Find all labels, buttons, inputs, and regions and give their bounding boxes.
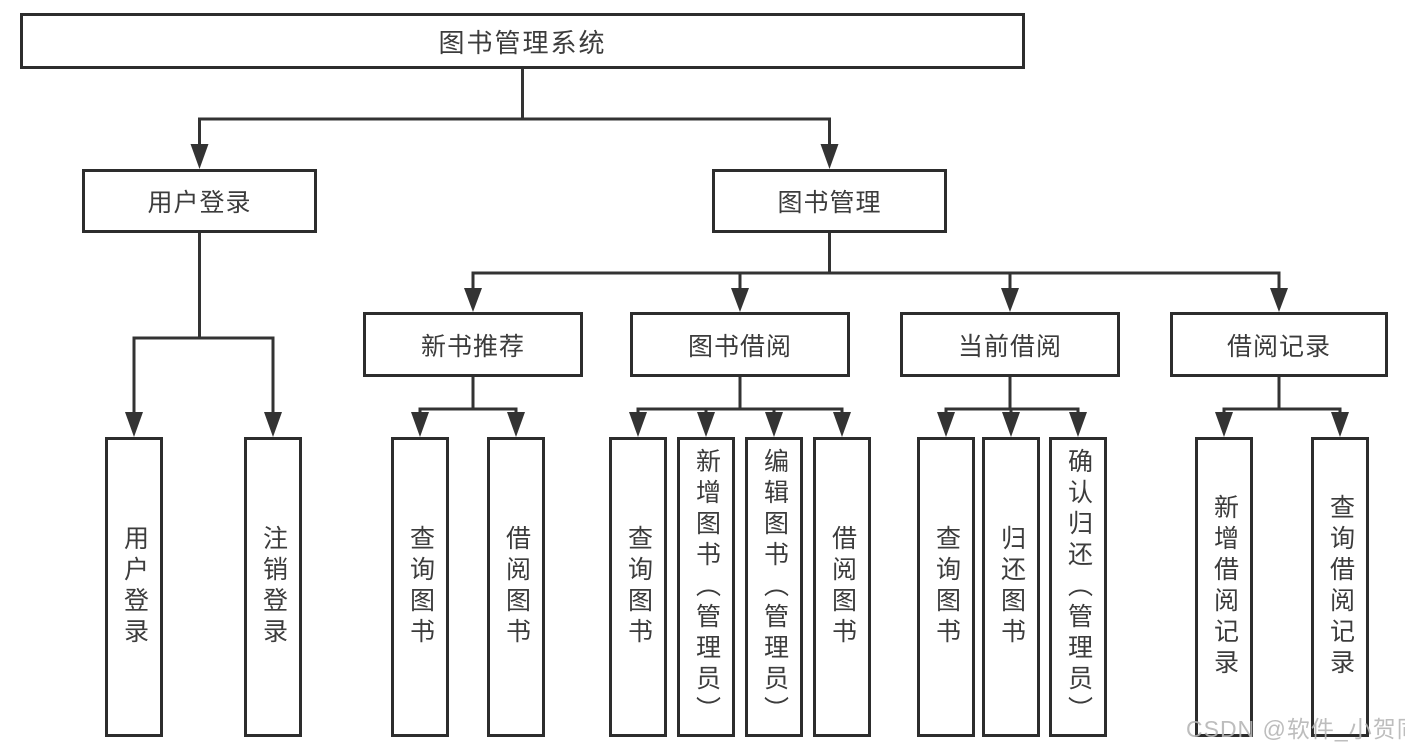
node-label: 图书借阅 [687, 332, 792, 361]
node-label: 注销登录 [259, 525, 288, 649]
leaf-query-books-recommend: 查询图书 [391, 437, 449, 737]
node-label: 当前借阅 [957, 332, 1062, 361]
node-label: 查询借阅记录 [1326, 494, 1355, 680]
leaf-logout: 注销登录 [244, 437, 302, 737]
node-user-login: 用户登录 [82, 169, 317, 233]
leaf-borrow-books: 借阅图书 [813, 437, 871, 737]
node-label: 确认归还（管理员） [1064, 447, 1093, 727]
csdn-watermark: CSDN @软件_小贺同学 [1186, 716, 1405, 742]
node-label: 新增图书（管理员） [692, 447, 721, 727]
connector-book-management-children [464, 231, 1288, 312]
node-label: 借阅图书 [502, 525, 531, 649]
node-label: 图书管理系统 [438, 27, 607, 58]
leaf-add-books-admin: 新增图书（管理员） [677, 437, 735, 737]
node-label: 用户登录 [147, 189, 252, 217]
leaf-query-books-borrow: 查询图书 [609, 437, 667, 737]
leaf-query-books-current: 查询图书 [917, 437, 975, 737]
node-new-book-recommendation: 新书推荐 [363, 312, 583, 377]
node-label: 借阅记录 [1226, 332, 1331, 361]
leaf-edit-books-admin: 编辑图书（管理员） [745, 437, 803, 737]
node-label: 新书推荐 [420, 332, 525, 361]
connector-new-book-children [411, 375, 525, 437]
node-label: 查询图书 [932, 525, 961, 649]
node-book-borrowing: 图书借阅 [630, 312, 850, 377]
node-label: 借阅图书 [828, 525, 857, 649]
node-label: 查询图书 [624, 525, 653, 649]
leaf-confirm-return-admin: 确认归还（管理员） [1049, 437, 1107, 737]
node-label: 编辑图书（管理员） [760, 447, 789, 727]
node-label: 图书管理 [777, 189, 882, 217]
connector-root-to-level2 [190, 67, 839, 169]
node-library-management-system: 图书管理系统 [20, 13, 1025, 69]
node-label: 归还图书 [997, 525, 1026, 649]
connector-book-borrow-children [629, 375, 851, 437]
leaf-query-borrow-record: 查询借阅记录 [1311, 437, 1369, 737]
connector-user-login-children [125, 231, 282, 437]
leaf-user-login: 用户登录 [105, 437, 163, 737]
node-current-borrowing: 当前借阅 [900, 312, 1120, 377]
leaf-add-borrow-record: 新增借阅记录 [1195, 437, 1253, 737]
connector-current-borrow-children [937, 375, 1087, 437]
node-label: 用户登录 [120, 525, 149, 649]
leaf-return-books: 归还图书 [982, 437, 1040, 737]
node-book-management: 图书管理 [712, 169, 947, 233]
leaf-borrow-books-recommend: 借阅图书 [487, 437, 545, 737]
node-label: 新增借阅记录 [1210, 494, 1239, 680]
connector-borrow-records-children [1215, 375, 1349, 437]
node-label: 查询图书 [406, 525, 435, 649]
node-borrow-records: 借阅记录 [1170, 312, 1388, 377]
